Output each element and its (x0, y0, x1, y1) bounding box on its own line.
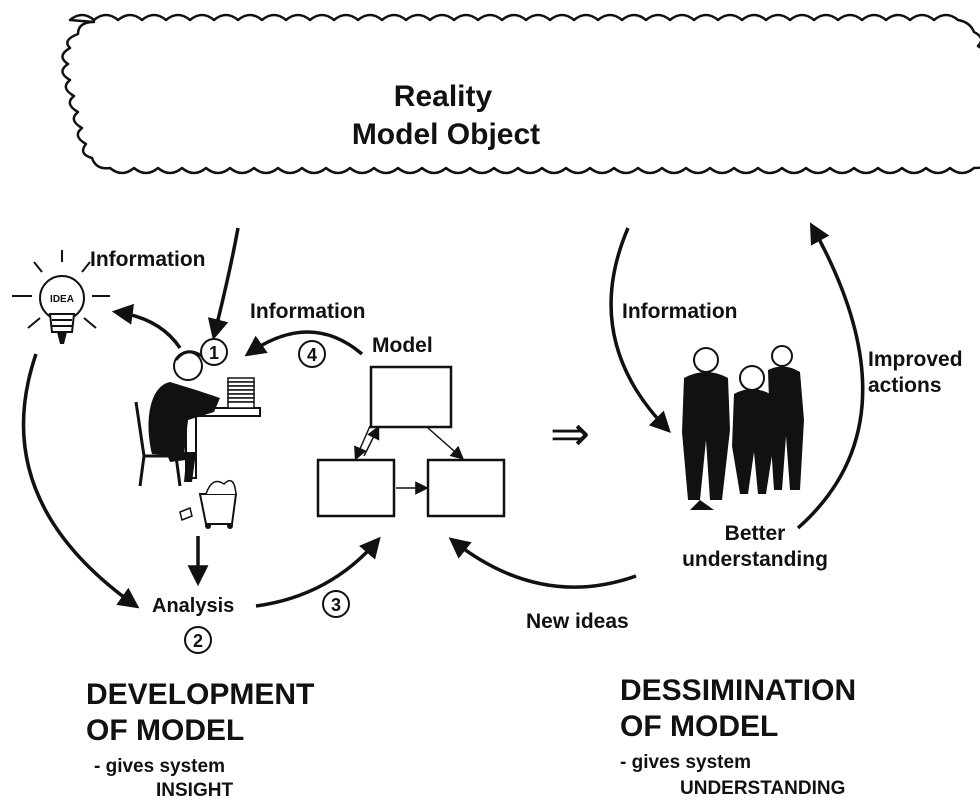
step-3-number: 3 (331, 595, 341, 615)
cloud-title-line2: Model Object (352, 118, 540, 151)
step-1-number: 1 (209, 343, 219, 363)
step-3-marker: 3 (322, 590, 350, 618)
analysis-label: Analysis (152, 595, 234, 617)
step-2-number: 2 (193, 631, 203, 651)
improved-actions-line2: actions (868, 374, 942, 397)
information-label-left: Information (90, 248, 206, 271)
information-label-model: Information (250, 300, 366, 323)
arrow-idea-to-analysis (21, 353, 140, 609)
step-4-number: 4 (307, 345, 317, 365)
worker-at-desk-figure (134, 350, 261, 529)
cloud-title-line1: Reality (394, 80, 493, 113)
step-4-marker: 4 (298, 340, 326, 368)
arrow-cloud-to-step1 (207, 227, 240, 341)
dissemination-subtitle-line2: UNDERSTANDING (680, 778, 845, 799)
model-internal-arrows (354, 425, 465, 495)
arrow-analysis-to-model (255, 536, 381, 608)
step-1-marker: 1 (200, 338, 228, 366)
development-subtitle-line2: INSIGHT (156, 780, 233, 801)
model-label: Model (372, 334, 433, 357)
arrow-model-to-step1 (244, 330, 364, 357)
dissemination-title-line1: DESSIMINATION (620, 674, 856, 707)
development-title-line2: OF MODEL (86, 714, 244, 747)
step-2-marker: 2 (184, 626, 212, 654)
model-box-top (369, 365, 453, 429)
better-understanding-line1: Better (725, 522, 786, 545)
new-ideas-label: New ideas (526, 610, 629, 633)
arrow-worker-to-idea (111, 303, 182, 349)
dissemination-title-line2: OF MODEL (620, 710, 778, 743)
model-box-right (426, 458, 506, 518)
better-understanding-line2: understanding (682, 548, 828, 571)
information-label-right: Information (622, 300, 738, 323)
development-subtitle-line1: - gives system (94, 756, 225, 777)
dissemination-subtitle-line1: - gives system (620, 752, 751, 773)
arrow-understanding-to-cloud (796, 222, 865, 530)
development-title-line1: DEVELOPMENT (86, 678, 314, 711)
lightbulb-icon (12, 250, 110, 344)
idea-label: IDEA (50, 294, 74, 305)
arrow-cloud-to-group (609, 227, 671, 434)
model-box-left (316, 458, 396, 518)
improved-actions-line1: Improved (868, 348, 963, 371)
arrow-understanding-to-model (448, 537, 637, 589)
reality-cloud (61, 13, 980, 175)
implies-arrow: ⇒ (550, 408, 590, 461)
businessmen-group-figure (682, 345, 804, 510)
